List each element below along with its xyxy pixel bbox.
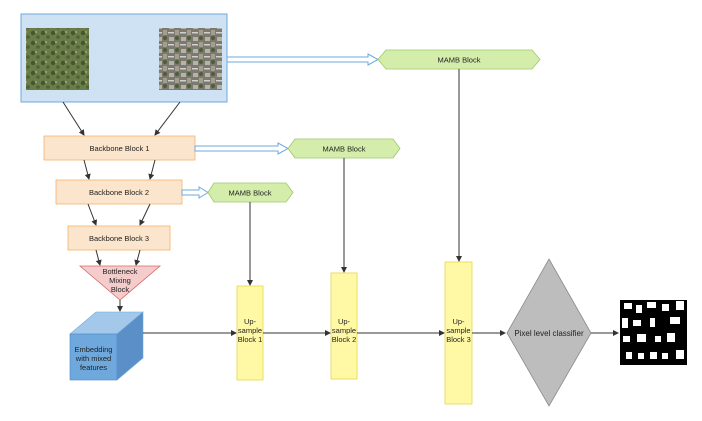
upsample-block-3-line3: Block 3 bbox=[446, 335, 471, 344]
arrow-backbone1-2-left bbox=[83, 159, 91, 180]
input-image-2 bbox=[159, 28, 222, 90]
upsample-block-2-line2: sample bbox=[332, 326, 356, 335]
embedding-label-line1: Embedding bbox=[75, 345, 113, 354]
bottleneck-label-line3: Block bbox=[111, 285, 130, 294]
pixel-level-classifier bbox=[506, 258, 592, 407]
upsample-block-3-line2: sample bbox=[446, 326, 470, 335]
mamb-block-bottom bbox=[207, 182, 294, 203]
upsample-block-2 bbox=[330, 272, 358, 380]
bottleneck-label-line2: Mixing bbox=[109, 276, 131, 285]
classifier-label: Pixel level classifier bbox=[514, 329, 584, 338]
mamb-block-bottom-label: MAMB Block bbox=[229, 189, 272, 198]
arrow-input-backbone-right bbox=[154, 101, 181, 136]
bottleneck-mixing-block bbox=[78, 265, 162, 301]
hollow-arrow-input-mamb bbox=[226, 53, 380, 66]
backbone-block-3 bbox=[67, 225, 171, 251]
arrow-backbone2-3-right bbox=[139, 203, 151, 226]
hollow-arrow-backbone1-mamb bbox=[194, 142, 290, 155]
bottleneck-label-line1: Bottleneck bbox=[102, 267, 137, 276]
upsample-block-2-line1: Up- bbox=[338, 317, 351, 326]
mamb-block-middle-label: MAMB Block bbox=[323, 145, 366, 154]
backbone-block-3-label: Backbone Block 3 bbox=[89, 234, 149, 243]
input-image-1 bbox=[26, 28, 89, 90]
output-segmentation-mask bbox=[620, 300, 687, 365]
embedding-label-line2: with mixed bbox=[75, 354, 111, 363]
hollow-arrow-backbone2-mamb bbox=[181, 186, 209, 199]
arrow-backbone3-bottleneck-left bbox=[95, 249, 102, 266]
embedding-cube-front bbox=[69, 333, 118, 381]
mamb-block-top bbox=[377, 49, 541, 70]
upsample-block-2-line3: Block 2 bbox=[332, 335, 357, 344]
mamb-block-middle bbox=[287, 138, 401, 159]
upsample-block-1 bbox=[236, 285, 264, 381]
backbone-block-1 bbox=[43, 135, 196, 161]
upsample-block-1-line2: sample bbox=[238, 326, 262, 335]
upsample-block-1-line1: Up- bbox=[244, 317, 257, 326]
upsample-block-1-line3: Block 1 bbox=[238, 335, 263, 344]
upsample-block-3 bbox=[444, 261, 473, 405]
mamb-block-top-label: MAMB Block bbox=[438, 56, 481, 65]
arrow-backbone3-bottleneck-right bbox=[134, 249, 141, 266]
backbone-block-2 bbox=[55, 179, 183, 205]
arrow-input-backbone-left bbox=[62, 101, 85, 136]
upsample-block-3-line1: Up- bbox=[452, 317, 465, 326]
backbone-block-1-label: Backbone Block 1 bbox=[89, 144, 149, 153]
arrow-backbone1-2-right bbox=[148, 159, 156, 180]
embedding-label-line3: features bbox=[80, 363, 107, 372]
arrow-backbone2-3-left bbox=[87, 203, 98, 226]
backbone-block-2-label: Backbone Block 2 bbox=[89, 188, 149, 197]
